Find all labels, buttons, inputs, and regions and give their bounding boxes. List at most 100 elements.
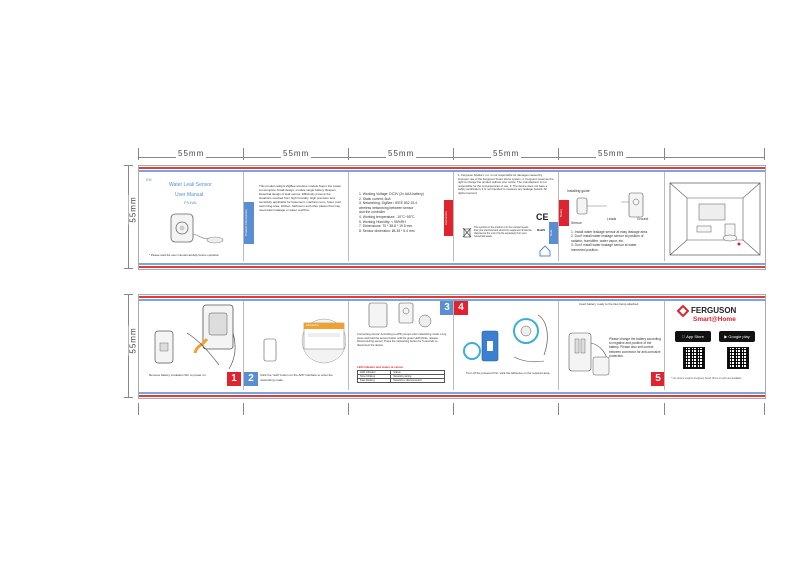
qr-code-app-store[interactable]	[683, 347, 705, 369]
label-ground: Ground	[637, 217, 649, 221]
dim-label-col4: 55mm	[491, 149, 522, 158]
dim-label-col3: 55mm	[386, 149, 417, 158]
brand-name: FERGUSON	[691, 306, 737, 315]
cover-footnote: * Please read the user manual carefully …	[149, 253, 219, 257]
step-3-text: Connecting sensor: According to APP prom…	[357, 333, 447, 347]
panel-installing-guide: Installing guide Sensor Leads Ground Not…	[558, 172, 665, 261]
spec-item: 7. Dimensions: 70 * 38.8 * 19.5 mm	[359, 224, 413, 229]
ferguson-logo-icon	[677, 305, 689, 317]
spec-item: 5. Working Humidity: < 95%RH	[359, 219, 406, 224]
bottom-stripe-blue	[139, 263, 765, 265]
panel-bathroom-illustration	[664, 172, 764, 261]
top-stripe-red	[139, 167, 765, 169]
table-cell: Network is disconnected	[390, 378, 445, 383]
apple-icon: 	[682, 334, 685, 339]
ce-mark: CE	[536, 212, 549, 222]
top-stripe-blue-b	[139, 299, 765, 301]
dim-label-col2: 55mm	[281, 149, 312, 158]
google-play-button[interactable]: ▶ Google play	[719, 331, 755, 342]
label-leads: Leads	[607, 217, 617, 221]
panel-disclaimer: 1. Ferguson Spółka z o.o. is not respons…	[453, 172, 559, 261]
spec-item: 8. Sensor dimension: ØL35 * 5.4 mm	[359, 228, 415, 233]
tab-note-label: Note	[549, 229, 553, 237]
table-cell: Fast blinking	[356, 378, 392, 383]
panel-step-1: Remove battery insulation film to power …	[139, 301, 243, 390]
phone-app-illustration	[263, 318, 346, 364]
dim-label-row-top: 55mm	[128, 194, 138, 225]
step-2-caption: Click the "add" button on the APP interf…	[260, 373, 333, 382]
top-stripe-red-b	[139, 296, 765, 298]
panel-step-4: 4 Turn off the powered first, stick the …	[453, 301, 559, 390]
step-1-caption: Remove battery insulation film to power …	[149, 373, 206, 377]
note-item: radiator, humidifier, water vapor, etc.	[571, 238, 624, 243]
step-1-number: 1	[227, 372, 241, 386]
recycle-bin-icon	[462, 227, 472, 238]
battery-insulation-illustration	[154, 304, 236, 370]
step-3-number: 3	[440, 301, 454, 315]
sensor-product-image	[170, 213, 224, 244]
step-2-number: 2	[244, 372, 258, 386]
tab-product-introduction: Product Introduction	[244, 202, 254, 244]
qr-code-google-play[interactable]	[727, 347, 749, 369]
step-4-number: 4	[454, 301, 468, 315]
label-sensor: Sensor	[571, 221, 582, 225]
step-5-top-note: Insert battery, ready to the tiles being…	[579, 302, 640, 306]
bottom-stripe-red-b	[139, 395, 765, 397]
google-play-label: Google play	[728, 334, 750, 339]
led-status-table: LED indicator Status Slow blinking Netwo…	[356, 370, 445, 383]
step-4-caption: Turn off the powered first, stick the ad…	[466, 371, 551, 375]
table-row: Fast blinking Network is disconnected	[356, 378, 445, 383]
spec-item: and the controller	[359, 210, 386, 215]
play-icon: ▶	[724, 334, 728, 339]
spec-item: wireless networking between sensor	[359, 205, 414, 210]
lang-label: EN	[146, 177, 152, 182]
tab-notes: Notes	[559, 200, 569, 226]
spec-item: 4. Working temperature: -10°C~55°C	[359, 214, 415, 219]
note-item: 1. Install water leakage sensor at easy …	[571, 230, 648, 234]
weee-house-icon	[539, 245, 551, 257]
spec-list: 1. Working Voltage: DC3V (2x AAA battery…	[359, 192, 449, 233]
panel-step-5: Insert battery, ready to the tiles being…	[558, 301, 665, 390]
dim-label-col5: 55mm	[596, 149, 627, 158]
recycle-text: This symbol on the product or in the man…	[474, 226, 532, 238]
app-banner-text: Add device	[306, 324, 319, 327]
panel-specifications: 1. Working Voltage: DC3V (2x AAA battery…	[348, 172, 454, 261]
product-intro-text: This product adopts ZigBee wireless modu…	[259, 184, 342, 212]
bottom-stripe-red	[139, 266, 765, 268]
rohs-mark: RoHS	[537, 228, 546, 232]
step-5-number: 5	[651, 372, 665, 386]
notes-list: 1. Install water leakage sensor at easy …	[571, 230, 663, 252]
disclaimer-text: 1. Ferguson Spółka z o.o. is not respons…	[458, 173, 554, 195]
cover-model: FS1WL	[184, 200, 198, 205]
adhesive-mounting-illustration	[463, 314, 548, 363]
battery-replacement-illustration	[568, 332, 610, 376]
tab-product-introduction-label: Product Introduction	[244, 209, 248, 237]
app-store-button[interactable]:  App Store	[675, 331, 711, 342]
bottom-stripe-blue-b	[139, 392, 765, 394]
brand-footnote: * Our device requires Ferguson Smart Hom…	[671, 377, 742, 380]
panel-product-introduction: Product Introduction This product adopts…	[243, 172, 349, 261]
brand-product-line: Smart@Home	[693, 316, 736, 323]
tab-instruction-label: Instruction	[444, 211, 448, 225]
spec-item: 2. Static current: 6uA	[359, 196, 391, 201]
top-stripe-blue	[139, 170, 765, 172]
panel-step-3: 3 Connecting sensor: According to APP pr…	[348, 301, 454, 390]
installing-diagram	[576, 192, 644, 218]
network-pairing-illustration	[368, 302, 432, 328]
note-item: immersed position.	[571, 247, 599, 252]
label-installing: Installing guide	[567, 189, 590, 193]
app-store-label: App Store	[684, 334, 704, 339]
led-table-title: LED indicator and status of sensor	[357, 365, 404, 369]
spec-item: 1. Working Voltage: DC3V (2x AAA battery…	[359, 192, 424, 196]
dim-label-row-bottom: 55mm	[128, 325, 138, 356]
note-item: 3. Don't install water leakage sensor at…	[571, 243, 637, 248]
cover-subtitle: User Manual	[175, 192, 204, 198]
dim-label-col1: 55mm	[176, 149, 207, 158]
panel-step-2: 2 Add device Click the "add" button on t…	[243, 301, 349, 390]
bottom-row-sheet	[138, 294, 766, 399]
panel-brand: FERGUSON Smart@Home  App Store ▶ Google…	[664, 301, 764, 390]
panel-cover: EN Water Leak Sensor User Manual FS1WL *…	[139, 172, 243, 261]
step-5-text: Please change the battery according to n…	[609, 337, 661, 358]
tab-notes-label: Notes	[559, 209, 563, 217]
bathroom-illustration	[669, 182, 761, 256]
